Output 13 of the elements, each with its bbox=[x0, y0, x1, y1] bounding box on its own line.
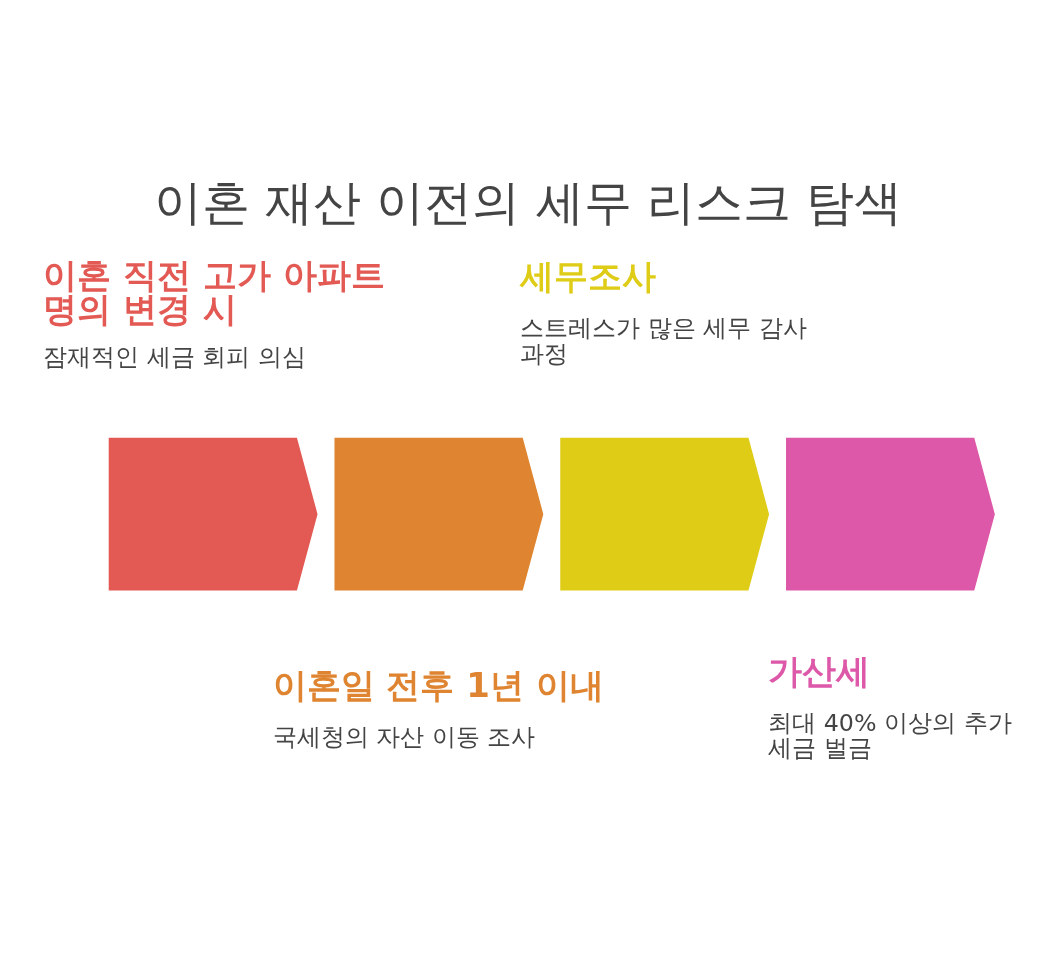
node-chevron bbox=[334, 437, 544, 591]
node-label: 최대 40% 이상의 추가 세금 벌금 bbox=[768, 708, 1012, 763]
node-label: 가산세 bbox=[768, 651, 871, 692]
node-label: 세무조사 bbox=[520, 256, 657, 297]
node-label: 스트레스가 많은 세무 감사 과정 bbox=[520, 314, 808, 368]
node-label: 이혼일 전후 1년 이내 bbox=[272, 664, 604, 705]
node-label: 이혼 직전 고가 아파트 명의 변경 시 bbox=[43, 254, 385, 329]
diagram-title: 이혼 재산 이전의 세무 리스크 탐색 bbox=[154, 174, 902, 230]
node-label: 잠재적인 세금 회피 의심 bbox=[43, 343, 307, 372]
node-chevron bbox=[560, 437, 770, 591]
node-label: 국세청의 자산 이동 조사 bbox=[272, 722, 536, 751]
node-chevron bbox=[108, 437, 318, 591]
node-chevron bbox=[786, 437, 995, 591]
